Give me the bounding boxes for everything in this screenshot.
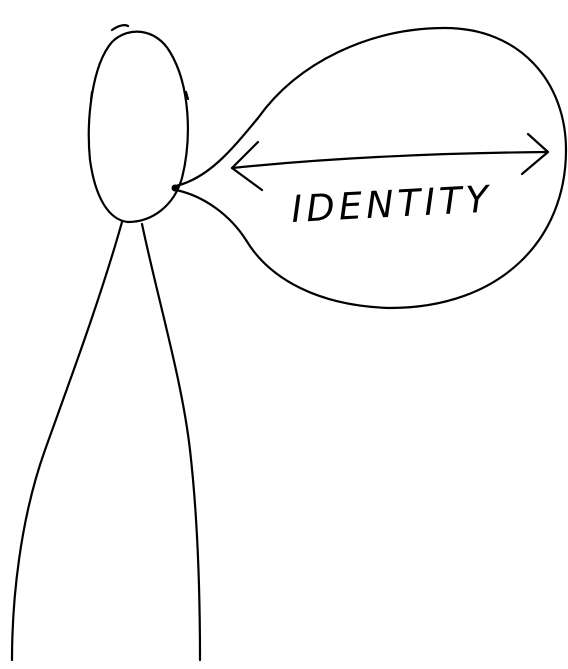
identity-label: IDENTITY bbox=[290, 178, 493, 231]
head-outline bbox=[89, 32, 188, 222]
body-right-line bbox=[142, 224, 200, 660]
bubble-origin-dot bbox=[172, 185, 179, 192]
head-mark-top bbox=[112, 25, 128, 30]
arrow-head-right bbox=[522, 134, 548, 174]
body-left-line bbox=[12, 222, 122, 660]
arrow-shaft bbox=[232, 152, 548, 168]
ear-left-mark bbox=[91, 92, 92, 100]
